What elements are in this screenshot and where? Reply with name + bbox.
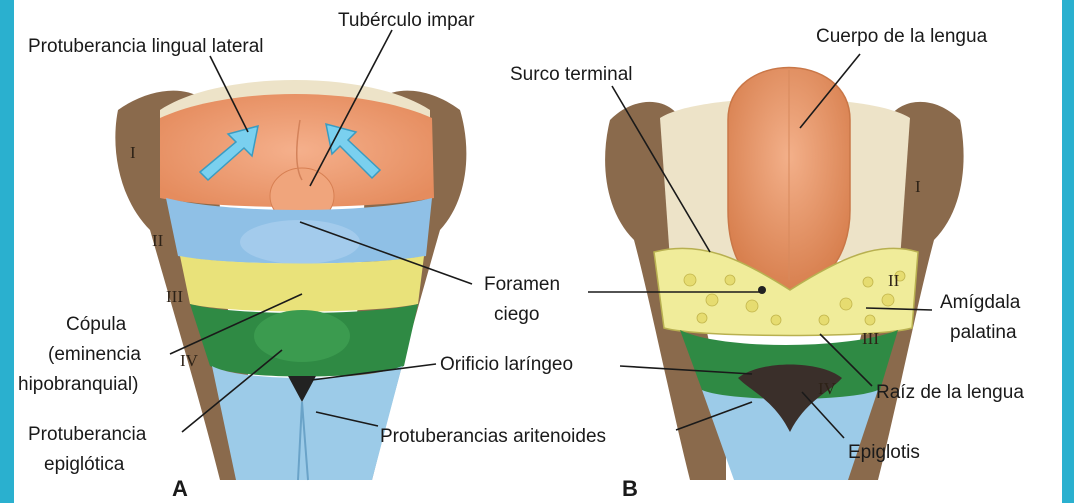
label-tuberculo-impar: Tubérculo impar: [338, 10, 475, 31]
label-protuberancias-aritenoides: Protuberancias aritenoides: [380, 426, 606, 447]
panel-b-arch-label: II: [888, 271, 900, 290]
label-protuberancia: Protuberancia: [28, 424, 147, 445]
panel-a-arch-label: II: [152, 231, 164, 250]
panel-a-letter: A: [172, 476, 188, 501]
label-protuberancia-lingual-lateral: Protuberancia lingual lateral: [28, 36, 264, 57]
foramen-ciego-area: [240, 220, 360, 264]
label-cuerpo-lengua: Cuerpo de la lengua: [816, 26, 988, 47]
label-surco-terminal: Surco terminal: [510, 64, 633, 85]
label-ciego: ciego: [494, 304, 539, 325]
label-orificio-laringeo: Orificio laríngeo: [440, 354, 573, 375]
label-palatina: palatina: [950, 322, 1017, 343]
panel-a-arch-label: IV: [180, 351, 199, 370]
label-amigdala: Amígdala: [940, 292, 1021, 313]
panel-b-letter: B: [622, 476, 638, 501]
label-hipobranquial: hipobranquial): [18, 374, 138, 395]
panel-b-arch-label: IV: [818, 379, 837, 398]
label-epiglotis: Epiglotis: [848, 442, 920, 463]
label-copula: Cópula: [66, 314, 127, 335]
label-eminencia: (eminencia: [48, 344, 141, 365]
panel-a-arch-label: I: [130, 143, 136, 162]
label-epiglotica: epiglótica: [44, 454, 125, 475]
panel-b-arch-label: III: [862, 329, 879, 348]
epiglottal-swelling: [254, 310, 350, 362]
panel-a-arch-label: III: [166, 287, 183, 306]
panel-b-arch-label: I: [915, 177, 921, 196]
panel-a-arch-3: [180, 256, 424, 312]
label-raiz-lengua: Raíz de la lengua: [876, 382, 1024, 403]
label-foramen: Foramen: [484, 274, 560, 295]
